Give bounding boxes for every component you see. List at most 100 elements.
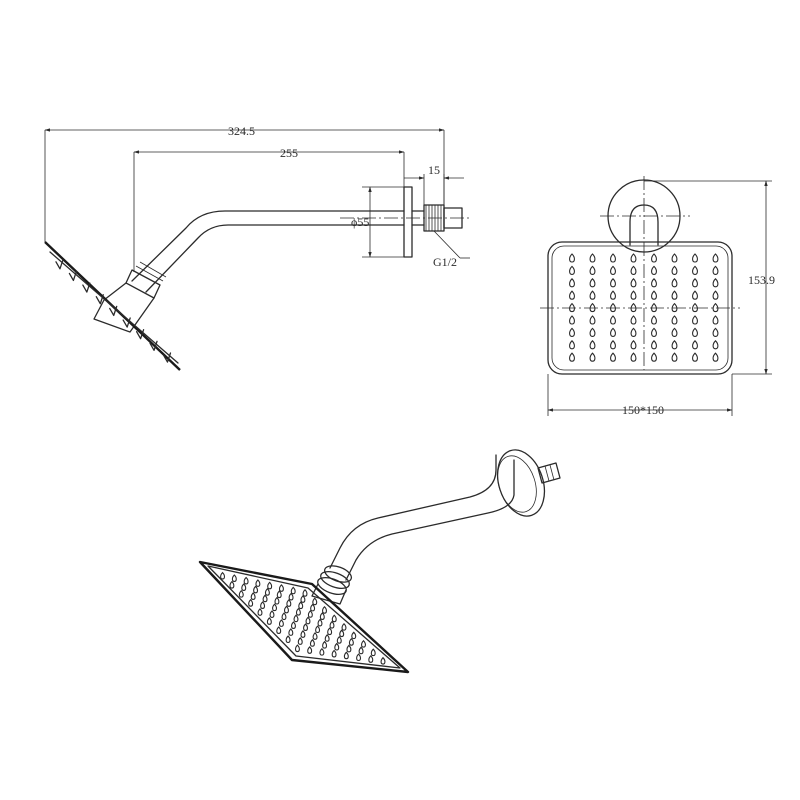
- iso-nozzle: [257, 608, 263, 616]
- front-nozzle: [692, 352, 698, 362]
- flange-diameter-label: ϕ55: [351, 215, 369, 229]
- iso-nozzle: [295, 607, 301, 616]
- front-nozzle: [630, 315, 637, 325]
- iso-nozzle: [343, 651, 349, 660]
- iso-nozzle: [269, 610, 275, 618]
- iso-nozzle: [264, 588, 270, 596]
- iso-nozzle: [305, 616, 311, 625]
- iso-nozzle: [303, 623, 308, 632]
- side-nozzle: [95, 294, 104, 305]
- front-nozzle-grid: [569, 253, 719, 362]
- iso-nozzle: [312, 597, 318, 606]
- head-connector: [93, 282, 155, 333]
- iso-nozzle: [370, 648, 376, 657]
- front-nozzle: [671, 352, 678, 362]
- front-nozzle: [589, 340, 596, 350]
- front-nozzle: [651, 315, 657, 325]
- front-nozzle: [671, 327, 678, 337]
- iso-nozzle: [356, 653, 362, 662]
- front-nozzle: [671, 340, 678, 350]
- iso-nozzle: [329, 620, 335, 629]
- front-nozzle: [630, 352, 637, 362]
- front-nozzle: [610, 265, 616, 275]
- iso-nozzle: [348, 637, 354, 646]
- front-nozzle: [589, 352, 596, 362]
- side-view: [44, 186, 470, 371]
- iso-nozzle: [312, 632, 318, 640]
- side-nozzle: [109, 305, 118, 317]
- isometric-view: [198, 449, 561, 674]
- front-nozzle: [712, 290, 719, 300]
- iso-nozzle: [322, 605, 327, 614]
- side-nozzle: [82, 282, 91, 293]
- iso-nozzle: [288, 628, 294, 636]
- front-nozzle: [610, 327, 616, 337]
- iso-nozzle: [322, 640, 328, 649]
- front-nozzle: [651, 290, 657, 300]
- iso-nozzle: [327, 627, 333, 636]
- iso-nozzle: [260, 601, 266, 609]
- front-nozzle: [589, 265, 596, 275]
- front-nozzle: [712, 327, 719, 337]
- head-height-label: 153.9: [748, 273, 775, 287]
- front-nozzle: [569, 315, 575, 325]
- iso-nozzle: [229, 580, 235, 589]
- front-nozzle: [671, 315, 678, 325]
- front-nozzle: [569, 340, 575, 350]
- iso-nozzle: [293, 614, 299, 623]
- front-nozzle: [712, 265, 719, 275]
- iso-nozzle: [243, 576, 249, 585]
- iso-nozzle: [297, 637, 303, 645]
- iso-nozzle: [307, 610, 313, 618]
- iso-arm: [329, 454, 497, 569]
- side-dimensions: 324.5 255 15 ϕ55 G1/2: [44, 124, 470, 272]
- side-nozzle: [135, 329, 145, 340]
- iso-nozzle: [255, 579, 261, 587]
- iso-nozzle: [324, 634, 330, 642]
- iso-nozzle: [250, 592, 256, 600]
- iso-nozzle: [276, 626, 282, 634]
- iso-nozzle: [241, 583, 247, 591]
- head-size-label: 150*150: [622, 403, 664, 417]
- front-nozzle: [692, 253, 698, 263]
- side-nozzle: [122, 317, 131, 328]
- iso-nozzle: [290, 586, 296, 595]
- iso-nozzle: [300, 630, 306, 638]
- iso-nozzle: [317, 618, 323, 627]
- front-nozzle: [589, 315, 596, 325]
- iso-nozzle: [331, 614, 337, 623]
- iso-nozzle: [286, 599, 292, 607]
- iso-nozzle: [302, 589, 308, 597]
- front-nozzle: [671, 278, 678, 288]
- front-nozzle: [692, 278, 698, 288]
- front-nozzle: [569, 327, 575, 337]
- iso-nozzle: [291, 621, 296, 629]
- thread-length-label: 15: [428, 163, 440, 177]
- side-nozzle: [68, 270, 78, 282]
- iso-nozzle: [358, 646, 364, 655]
- iso-nozzle: [262, 594, 268, 603]
- overall-length-label: 324.5: [228, 124, 255, 138]
- iso-nozzle: [331, 649, 337, 658]
- front-nozzle: [712, 253, 719, 263]
- arm-length-label: 255: [280, 146, 298, 160]
- front-nozzle: [712, 352, 719, 362]
- iso-nozzle: [341, 622, 347, 631]
- iso-nozzle: [361, 639, 366, 648]
- front-nozzle: [630, 290, 637, 300]
- front-nozzle: [651, 340, 657, 350]
- iso-nozzle: [253, 585, 259, 594]
- iso-nozzle: [288, 592, 294, 601]
- iso-nozzle: [278, 584, 284, 592]
- iso-nozzle: [248, 599, 254, 607]
- front-nozzle: [569, 265, 575, 275]
- front-view: [540, 176, 740, 375]
- iso-nozzle: [310, 603, 316, 612]
- iso-nozzle: [294, 644, 300, 653]
- front-nozzle: [671, 253, 678, 263]
- front-nozzle: [610, 315, 616, 325]
- front-nozzle: [692, 315, 698, 325]
- iso-nozzle: [267, 581, 273, 590]
- side-nozzle: [162, 352, 172, 363]
